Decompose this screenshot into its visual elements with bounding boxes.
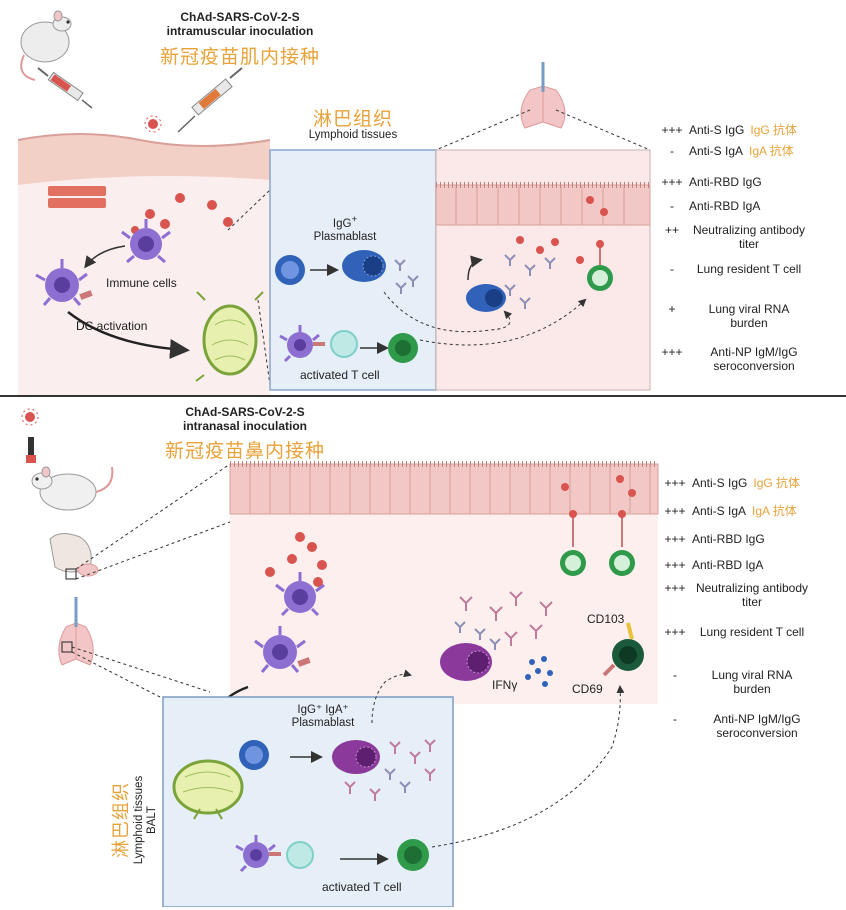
legend-row: -Lung viral RNA burden [673, 668, 793, 696]
b-cell [466, 284, 506, 312]
bottom-illustration [21, 408, 659, 907]
activated-t-cell-label: activated T cell [322, 880, 402, 894]
plasmablast-cell [332, 740, 380, 774]
antibody-cluster [344, 739, 436, 801]
bottom-title-cn: 新冠疫苗鼻内接种 [164, 441, 325, 462]
lung-icon [520, 62, 566, 129]
lymph-node-icon [172, 759, 244, 820]
balt-box [162, 696, 454, 907]
syringe-icon [37, 67, 93, 109]
legend-row: +++Lung resident T cell [664, 625, 805, 639]
top-illustration [17, 10, 651, 395]
lung-resident-t-cell [560, 510, 586, 576]
dc-activation-label: DC activation [76, 319, 148, 333]
ifng-molecules [525, 656, 553, 687]
top-title: ChAd-SARS-CoV-2-S intramuscular inoculat… [166, 10, 314, 38]
lymph-tissue-cn: 淋巴组织 [312, 109, 393, 130]
legend-row: ++Neutralizing antibody titer [664, 223, 806, 251]
syringe-icon [177, 67, 243, 133]
bottom-title: ChAd-SARS-CoV-2-S intranasal inoculation [182, 405, 308, 433]
activated-t-cell-label: activated T cell [300, 368, 380, 382]
t-cell [286, 841, 314, 869]
plasmablast-cell [342, 250, 386, 282]
virus-icon [144, 115, 162, 133]
legend-row: -Lung resident T cell [670, 262, 802, 276]
legend-row: +Lung viral RNA burden [668, 302, 790, 330]
epithelium [229, 461, 659, 515]
igg-antibodies [454, 621, 501, 650]
legend-row: +++Anti-RBD IgG [664, 532, 765, 546]
panel-divider [0, 395, 846, 397]
lymph-node-icon [195, 291, 264, 382]
immune-cells-label: Immune cells [106, 276, 177, 290]
lung-resident-t-cell [609, 510, 635, 576]
dendritic-cell [254, 626, 311, 673]
dendritic-cell [235, 835, 276, 873]
dendritic-cell [35, 259, 93, 306]
b-cell [239, 740, 269, 770]
ifng-label: IFNγ [492, 678, 518, 692]
legend-row: +++Anti-RBD IgG [661, 175, 762, 189]
legend-row: +++Anti-RBD IgA [664, 558, 764, 572]
virus-cluster [265, 475, 636, 587]
activated-t-cell [397, 839, 429, 871]
iga-antibodies [459, 591, 553, 646]
mouse-icon [20, 10, 72, 81]
plasmablast-label: IgG⁺ IgA⁺ Plasmablast [291, 704, 355, 729]
epithelium [435, 182, 651, 226]
virus-cluster [516, 196, 608, 264]
legend-row: -Anti-RBD IgA [670, 199, 761, 213]
mouse-icon [31, 466, 114, 511]
dropper-icon [26, 437, 36, 463]
b-cell [275, 255, 305, 285]
balt-vertical-label: 淋巴组织 Lymphoid tissues BALT [111, 775, 158, 865]
igg-antibodies [394, 259, 419, 294]
lung-resident-t-cell [587, 240, 613, 291]
top-title-cn: 新冠疫苗肌内接种 [159, 47, 320, 68]
activated-t-cell [388, 333, 418, 363]
dendritic-cell [279, 325, 320, 363]
cd103-label: CD103 [587, 612, 625, 626]
plasmablast-cell [440, 643, 492, 681]
virus-icon [21, 408, 39, 426]
igg-antibodies [504, 254, 556, 309]
legend-row: +++Neutralizing antibody titer [664, 581, 809, 609]
dendritic-cell [275, 572, 325, 617]
lung-icon [58, 597, 94, 666]
igg-plasmablast-label: IgG+ Plasmablast [313, 214, 377, 243]
cd69-label: CD69 [572, 682, 603, 696]
igg-antibodies [384, 768, 411, 793]
mouse-head-icon [49, 533, 99, 580]
dendritic-cell [121, 219, 171, 264]
lymph-tissue-en: Lymphoid tissues [308, 129, 398, 141]
legend-row: +++Anti-NP IgM/IgG seroconversion [661, 345, 798, 373]
t-cell [330, 330, 358, 358]
cd103-t-cell [602, 622, 644, 677]
legend-row: -Anti-NP IgM/IgG seroconversion [673, 712, 801, 740]
